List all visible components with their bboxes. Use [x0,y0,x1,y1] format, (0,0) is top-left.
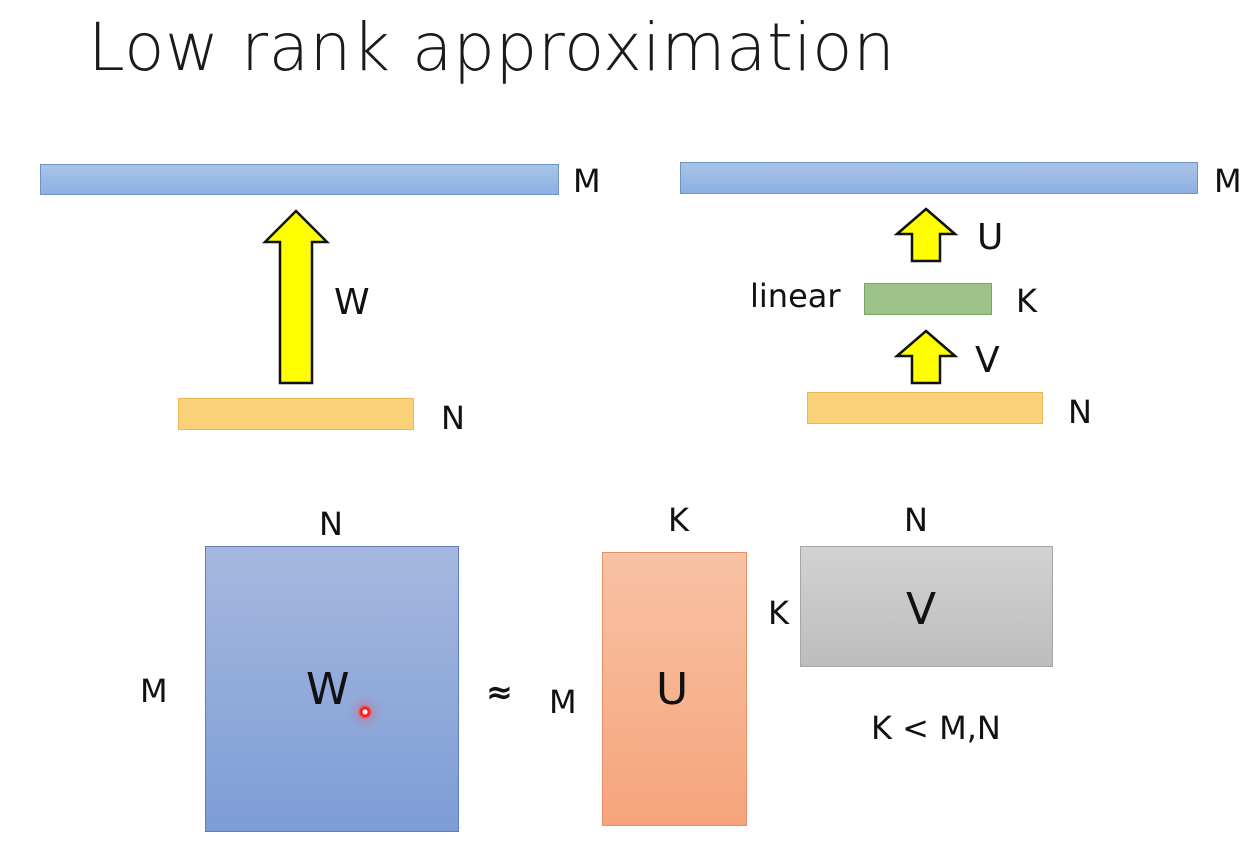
right-output-dim-label: M [1214,162,1242,200]
w-matrix [205,546,459,832]
w-rows-label: M [140,672,168,710]
right-u-label: U [977,217,1004,258]
w-cols-label: N [319,505,343,543]
v-matrix [800,546,1053,667]
right-input-dim-label: N [1068,393,1092,431]
right-input-layer [807,392,1043,424]
u-rows-label: M [549,683,577,721]
linear-label: linear [750,277,841,315]
v-matrix-label: V [906,584,937,635]
v-rows-label: K [768,594,789,632]
left-output-dim-label: M [573,162,601,200]
right-u-arrow [894,207,958,263]
hidden-linear-layer [864,283,992,315]
left-input-layer [178,398,414,430]
rank-constraint: K < M,N [871,709,1001,747]
v-cols-label: N [904,501,928,539]
w-matrix-label: W [306,664,350,715]
approx-symbol: ≈ [486,673,513,711]
hidden-dim-label: K [1016,282,1037,320]
presenter-pointer-icon [358,705,372,719]
right-output-layer [680,162,1198,194]
u-cols-label: K [668,501,689,539]
left-input-dim-label: N [441,399,465,437]
left-w-arrow [262,209,330,385]
u-matrix-label: U [656,664,689,715]
u-matrix [602,552,747,826]
left-output-layer [40,164,559,195]
slide-title: Low rank approximation [88,9,896,86]
right-v-label: V [975,340,1000,381]
right-v-arrow [894,329,958,385]
left-w-label: W [334,282,370,323]
